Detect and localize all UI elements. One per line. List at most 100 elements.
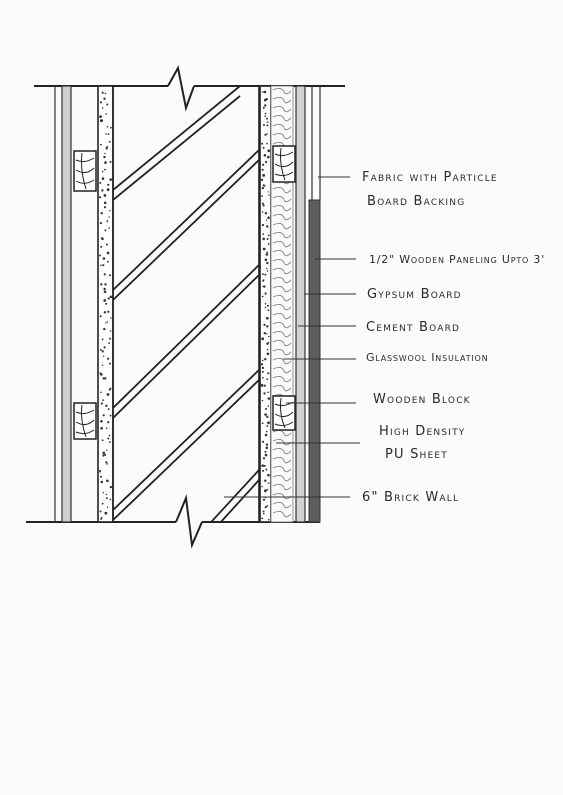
speck-dot (103, 346, 106, 349)
speck-dot (263, 90, 267, 94)
speck-dot (267, 234, 270, 237)
speck-dot (263, 384, 266, 387)
speck-dot (262, 469, 265, 472)
speck-dot (100, 143, 102, 146)
speck-dot (267, 191, 269, 193)
speck-dot (104, 283, 107, 286)
speck-dot (109, 337, 111, 340)
speck-dot (101, 177, 105, 180)
speck-dot (262, 279, 265, 282)
speck-dot (105, 243, 108, 246)
speck-dot (103, 194, 107, 197)
speck-dot (261, 464, 265, 468)
speck-dot (100, 283, 103, 286)
speck-dot (107, 183, 110, 186)
speck-dot (261, 337, 265, 341)
speck-dot (104, 92, 107, 95)
speck-dot (261, 223, 264, 227)
speck-dot (262, 510, 265, 513)
speck-dot (261, 440, 265, 443)
speck-dot (264, 450, 267, 453)
speck-dot (109, 498, 112, 501)
speck-dot (99, 222, 102, 225)
left-wooden-block-top (73, 150, 97, 192)
leader-lines (224, 176, 360, 498)
speck-dot (103, 273, 106, 276)
speck-dot (99, 101, 102, 104)
speck-dot (261, 422, 264, 425)
speck-dot (105, 147, 108, 150)
gypsum-board (295, 85, 306, 523)
right-cement-board (259, 85, 272, 523)
speck-dot (261, 295, 264, 298)
speck-dot (264, 258, 268, 262)
speck-dot (109, 209, 111, 212)
speck-dot (100, 391, 102, 394)
speck-dot (106, 506, 109, 508)
speck-dot (104, 229, 107, 232)
speck-dot (103, 299, 107, 302)
speck-dot (109, 330, 112, 332)
speck-dot (266, 352, 270, 356)
speck-dot (103, 97, 106, 100)
speck-dot (103, 327, 106, 331)
speck-dot (101, 119, 104, 122)
speck-dot (104, 152, 106, 155)
speck-dot (262, 204, 265, 207)
wooden-paneling (308, 199, 321, 523)
speck-dot (106, 497, 108, 500)
speck-dot (106, 449, 108, 451)
speck-dot (264, 133, 267, 136)
speck-dot (265, 407, 268, 410)
speck-dot (99, 115, 102, 118)
speck-dot (265, 97, 268, 101)
speck-dot (100, 402, 103, 405)
label-glasswool: Glasswool Insulation (366, 351, 488, 364)
label-fabric-line2: Board Backing (367, 194, 465, 209)
speck-dot (100, 212, 103, 215)
speck-dot (109, 274, 111, 277)
speck-dot (103, 311, 107, 314)
speck-dot (106, 103, 109, 106)
speck-dot (267, 372, 270, 375)
speck-dot (100, 517, 103, 519)
right-wooden-block-top (272, 145, 296, 183)
speck-dot (110, 317, 112, 319)
speck-dot (263, 154, 267, 157)
speck-dot (260, 363, 264, 366)
speck-dot (105, 427, 108, 430)
speck-dot (107, 310, 110, 313)
speck-dot (264, 306, 267, 309)
speck-dot (102, 414, 105, 417)
speck-dot (106, 251, 110, 255)
speck-dot (266, 251, 269, 254)
speck-dot (108, 342, 110, 344)
speck-dot (262, 498, 266, 501)
speck-dot (105, 113, 107, 115)
speck-dot (260, 384, 264, 387)
speck-dot (267, 155, 270, 159)
speck-dot (266, 349, 269, 351)
speck-dot (264, 292, 267, 295)
speck-dot (261, 517, 264, 520)
speck-dot (263, 124, 265, 126)
speck-dot (262, 233, 265, 235)
speck-dot (109, 414, 112, 417)
speck-dot (263, 464, 266, 467)
label-cement: Cement Board (366, 320, 460, 335)
speck-dot (105, 322, 107, 324)
speck-dot (108, 140, 111, 143)
speck-dot (261, 486, 263, 488)
speck-dot (262, 106, 265, 109)
speck-dot (101, 350, 104, 353)
speck-dot (261, 366, 265, 370)
speck-dot (264, 303, 267, 305)
speck-dot (262, 174, 266, 177)
speck-dot (263, 323, 266, 326)
speck-dot (264, 104, 267, 107)
speck-dot (105, 404, 108, 407)
speck-dot (108, 362, 111, 365)
speck-dot (261, 202, 264, 205)
speck-dot (103, 201, 107, 205)
speck-dot (106, 479, 109, 483)
